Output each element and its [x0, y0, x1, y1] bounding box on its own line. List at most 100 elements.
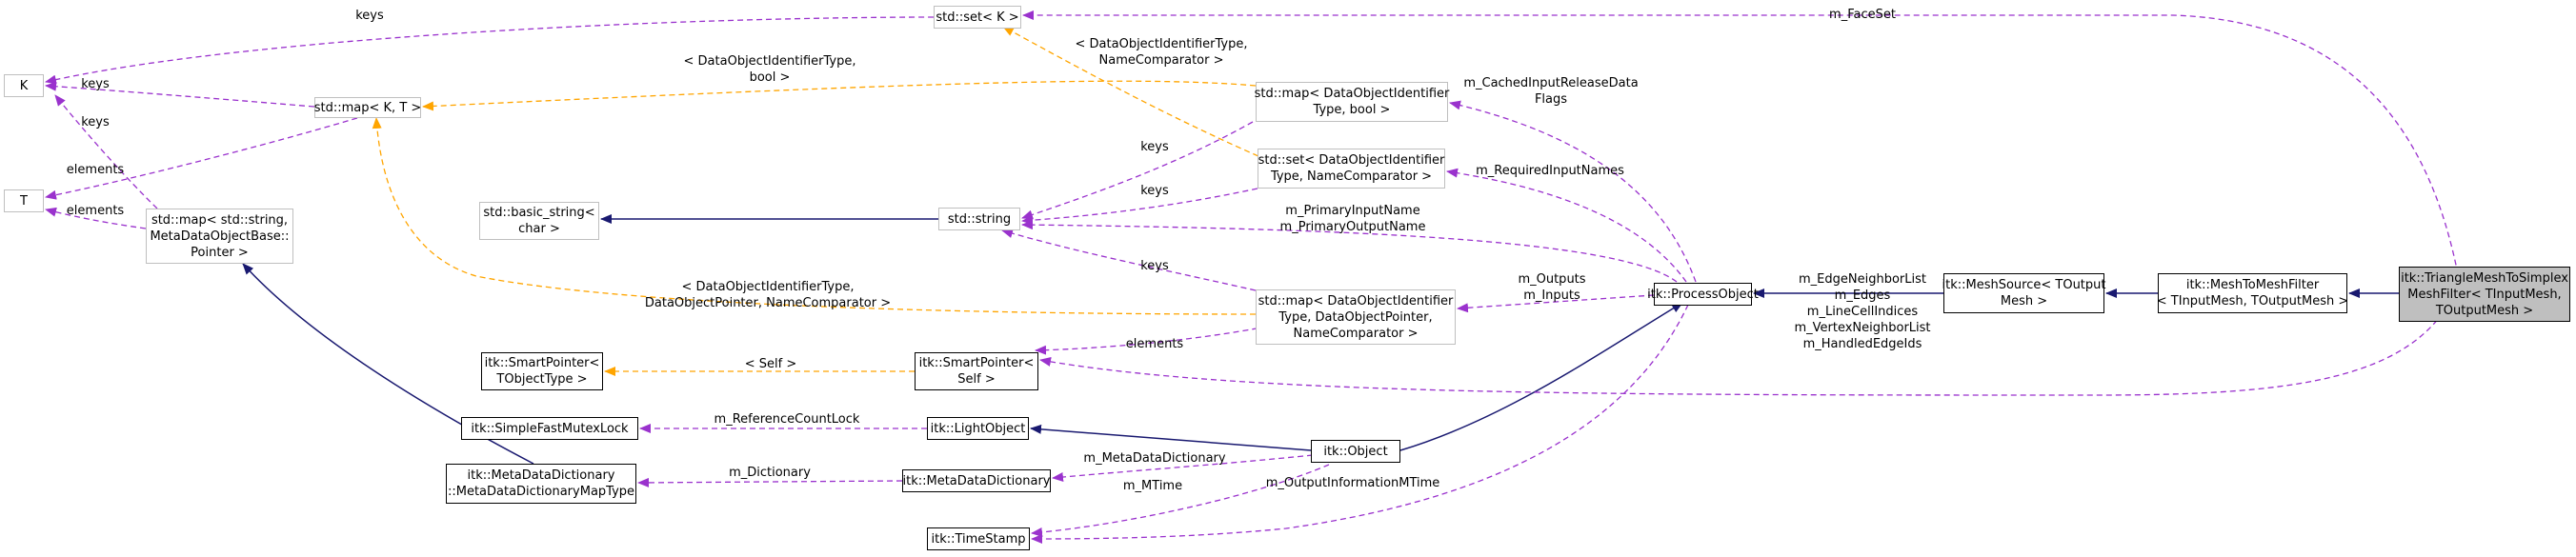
- label-keys-setk: keys: [355, 8, 384, 24]
- edge-use-cached-flags: [1449, 100, 1697, 283]
- edge-label-text-line: < DataObjectIdentifierType,: [683, 54, 856, 69]
- edge-use-primary-names: [1021, 220, 1678, 283]
- edge-label-text-line: m_PrimaryInputName: [1285, 204, 1420, 218]
- edge-label-text-line: NameComparator >: [1098, 53, 1224, 68]
- node-text-line: std::map< std::string,: [151, 212, 289, 228]
- edge-tpl-did-ptr: [372, 117, 1257, 315]
- node-mesh-to-mesh-filter[interactable]: itk::MeshToMeshFilter< TInputMesh, TOutp…: [2157, 273, 2348, 313]
- node-process-object[interactable]: itk::ProcessObject: [1647, 283, 1759, 306]
- label-elements-map: elements: [67, 162, 124, 178]
- node-metadata-dictionary[interactable]: itk::MetaDataDictionary: [902, 469, 1051, 492]
- edge-label-text-line: elements: [1125, 337, 1184, 351]
- node-text-line: itk::TimeStamp: [931, 531, 1026, 547]
- label-primary-names: m_PrimaryInputName m_PrimaryOutputName: [1280, 203, 1426, 235]
- node-text-line: std::set< K >: [936, 10, 1019, 25]
- edge-label-text-line: < DataObjectIdentifierType,: [681, 280, 855, 294]
- label-did-namecomp: < DataObjectIdentifierType, NameComparato…: [1076, 36, 1248, 69]
- label-m-faceset: m_FaceSet: [1829, 7, 1896, 23]
- node-metadata-dictionary-maptype[interactable]: itk::MetaDataDictionary::MetaDataDiction…: [446, 464, 636, 504]
- node-std-map-string-metadata[interactable]: std::map< std::string,MetaDataObjectBase…: [146, 209, 293, 264]
- node-text-line: itk::SmartPointer<: [918, 356, 1035, 370]
- node-text-line: Type, DataObjectPointer,: [1278, 309, 1433, 325]
- label-keys-mapbool: keys: [1140, 139, 1169, 155]
- edge-label-text-line: m_RequiredInputNames: [1476, 164, 1624, 178]
- label-metadata-dictionary: m_MetaDataDictionary: [1083, 450, 1225, 467]
- node-std-basic-string[interactable]: std::basic_string<char >: [479, 202, 599, 240]
- node-smart-pointer-tobjecttype[interactable]: itk::SmartPointer<TObjectType >: [481, 352, 603, 390]
- label-keys-mapstr: keys: [81, 114, 110, 130]
- edge-use-edge-lists: [1039, 304, 2449, 396]
- edge-label-text-line: m_MetaDataDictionary: [1083, 451, 1226, 466]
- edge-inherit-object: [1399, 302, 1683, 451]
- node-smart-pointer-self[interactable]: itk::SmartPointer<Self >: [915, 352, 1038, 390]
- edge-label-text-line: m_MTime: [1122, 479, 1183, 493]
- node-std-map-k-t[interactable]: std::map< K, T >: [314, 97, 421, 118]
- edge-label-text-line: Flags: [1534, 92, 1568, 107]
- node-text-line: Type, bool >: [1313, 103, 1391, 117]
- edge-label-text-line: m_CachedInputReleaseData: [1463, 76, 1639, 90]
- label-dictionary: m_Dictionary: [729, 465, 811, 481]
- node-text-line: MetaDataObjectBase::: [150, 229, 290, 244]
- edge-label-text-line: m_Inputs: [1523, 288, 1580, 303]
- edge-use-keys-map: [45, 81, 315, 108]
- node-t[interactable]: T: [4, 189, 44, 212]
- node-text-line: itk::MeshToMeshFilter: [2185, 278, 2320, 292]
- node-text-line: std::map< DataObjectIdentifier: [1254, 87, 1450, 101]
- node-timestamp[interactable]: itk::TimeStamp: [927, 527, 1030, 550]
- node-text-line: TOutputMesh >: [2435, 303, 2534, 318]
- node-text-line: TObjectType >: [496, 372, 588, 387]
- edge-use-dictionary: [637, 477, 903, 487]
- node-text-line: Self >: [957, 372, 996, 387]
- edge-use-face-set: [1022, 10, 2461, 285]
- edge-label-text-line: < Self >: [744, 357, 797, 371]
- edge-label-text-line: elements: [66, 204, 125, 218]
- node-light-object[interactable]: itk::LightObject: [927, 417, 1029, 440]
- node-text-line: T: [20, 193, 28, 209]
- label-keys-map: keys: [81, 76, 110, 92]
- node-text-line: std::basic_string<: [483, 206, 595, 220]
- label-did-bool: < DataObjectIdentifierType,bool >: [684, 53, 856, 86]
- edge-label-text-line: elements: [66, 163, 125, 177]
- label-elements-mapstr: elements: [67, 203, 124, 219]
- edge-inherit-meta-map: [242, 263, 534, 465]
- node-text-line: Pointer >: [191, 245, 249, 260]
- node-std-set-k[interactable]: std::set< K >: [934, 6, 1021, 29]
- edge-label-text-line: m_OutputInformationMTime: [1265, 476, 1440, 490]
- node-text-line: ::MetaDataDictionaryMapType: [447, 485, 635, 499]
- edge-use-keys-setdid: [1021, 188, 1258, 226]
- edge-use-keys-mapptr: [1001, 229, 1257, 291]
- node-text-line: Mesh >: [2000, 294, 2048, 308]
- node-text-line: Type, NameComparator >: [1270, 169, 1433, 184]
- node-k[interactable]: K: [4, 74, 44, 97]
- edge-label-text-line: keys: [355, 9, 384, 23]
- node-itk-object[interactable]: itk::Object: [1311, 440, 1400, 463]
- label-keys-mapptr: keys: [1140, 258, 1169, 274]
- edge-label-text-line: bool >: [749, 70, 791, 85]
- node-std-string[interactable]: std::string: [938, 208, 1020, 230]
- label-refcount-lock: m_ReferenceCountLock: [714, 411, 860, 428]
- node-text-line: itk::TriangleMeshToSimplex: [2401, 270, 2568, 286]
- edge-use-keys-setk: [45, 16, 935, 85]
- node-text-line: std::set< DataObjectIdentifier: [1258, 153, 1445, 168]
- node-text-line: K: [19, 78, 29, 93]
- edge-tpl-did-namecomp: [1002, 26, 1268, 161]
- edge-label-text-line: m_LineCellIndices: [1806, 305, 1919, 319]
- node-text-line: itk::LightObject: [930, 421, 1026, 436]
- edge-label-text-line: m_PrimaryOutputName: [1279, 220, 1426, 234]
- edge-label-text-line: m_Outputs: [1518, 272, 1586, 287]
- edge-label-text-line: < DataObjectIdentifierType,: [1075, 37, 1248, 51]
- edge-label-text-line: m_Edges: [1834, 288, 1891, 303]
- node-text-line: itk::ProcessObject: [1647, 287, 1759, 302]
- edge-use-keys-mapstr: [54, 94, 158, 209]
- edge-use-elements-mapstr: [45, 207, 147, 229]
- edge-use-outputs-inputs: [1457, 294, 1655, 313]
- node-simple-fast-mutex-lock[interactable]: itk::SimpleFastMutexLock: [461, 417, 638, 440]
